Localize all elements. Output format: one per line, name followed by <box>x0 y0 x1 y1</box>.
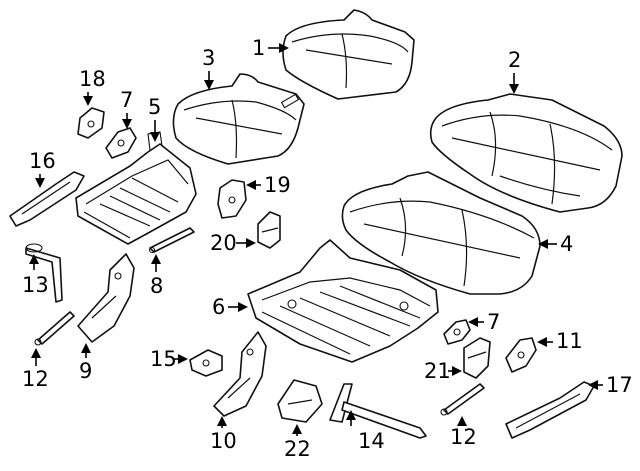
part-12b-gas-strut <box>440 383 485 416</box>
callout-1: 1 <box>252 36 289 60</box>
part-21-bracket <box>463 337 491 379</box>
callout-number: 16 <box>29 149 56 173</box>
callout-number: 12 <box>22 367 49 391</box>
part-17-trim-panel <box>505 381 595 439</box>
callout-number: 10 <box>210 429 237 453</box>
part-11-hinge <box>505 337 537 373</box>
part-12-gas-strut <box>34 311 75 346</box>
callout-number: 19 <box>264 173 291 197</box>
part-18-bracket <box>77 107 105 139</box>
callout-8: 8 <box>150 254 163 298</box>
callout-18: 18 <box>79 67 106 106</box>
callout-20: 20 <box>210 231 256 255</box>
part-5-seat-frame <box>75 131 197 245</box>
callout-number: 4 <box>560 232 573 256</box>
callout-number: 12 <box>450 425 477 449</box>
callout-number: 15 <box>150 347 177 371</box>
callout-number: 2 <box>508 48 521 72</box>
callout-7-upper: 7 <box>120 88 133 129</box>
part-19-bracket <box>217 179 247 219</box>
callout-number: 11 <box>556 329 583 353</box>
callout-number: 17 <box>606 373 633 397</box>
part-7b-bracket <box>443 319 471 345</box>
callout-6: 6 <box>212 295 248 319</box>
part-3-seat-cushion <box>172 73 305 165</box>
callout-7-right: 7 <box>468 310 500 334</box>
part-9-side-bracket <box>77 253 135 343</box>
callout-11: 11 <box>537 329 583 353</box>
callout-16: 16 <box>29 149 56 188</box>
callout-17: 17 <box>588 373 633 397</box>
callout-number: 7 <box>487 310 500 334</box>
part-13-lever <box>25 243 63 303</box>
callout-number: 18 <box>79 67 106 91</box>
callout-number: 1 <box>252 36 265 60</box>
callout-10: 10 <box>210 416 237 453</box>
part-7-bracket <box>105 127 137 159</box>
callout-number: 3 <box>202 46 215 70</box>
callout-14: 14 <box>346 410 385 453</box>
part-16-trim-panel <box>9 171 85 227</box>
callout-number: 20 <box>210 231 237 255</box>
callout-5: 5 <box>148 95 161 142</box>
part-4-rear-seat-cushion <box>341 171 541 295</box>
callout-number: 7 <box>120 88 133 112</box>
part-10-side-bracket <box>213 331 267 417</box>
callout-22: 22 <box>284 424 311 461</box>
callout-12-left: 12 <box>22 348 49 391</box>
callout-number: 14 <box>358 429 385 453</box>
callout-12-right: 12 <box>450 416 477 449</box>
callout-number: 21 <box>424 359 451 383</box>
part-2-rear-seat-cushion <box>429 93 623 213</box>
callout-number: 6 <box>212 295 225 319</box>
part-8-rod <box>148 227 195 254</box>
callout-15: 15 <box>150 347 188 371</box>
callout-19: 19 <box>246 173 291 197</box>
callout-4: 4 <box>538 232 573 256</box>
part-1-seat-cushion <box>282 9 415 100</box>
callout-number: 9 <box>79 359 92 383</box>
callout-13: 13 <box>22 254 49 297</box>
callout-number: 13 <box>22 273 49 297</box>
callout-2: 2 <box>508 48 521 94</box>
part-22-cover <box>277 379 323 423</box>
callout-9: 9 <box>79 343 92 383</box>
callout-number: 22 <box>284 437 311 461</box>
part-15-bracket <box>189 349 223 377</box>
callout-number: 5 <box>148 95 161 119</box>
part-6-seat-frame <box>247 239 439 363</box>
callout-3: 3 <box>202 46 215 90</box>
callout-21: 21 <box>424 359 462 383</box>
part-20-bracket <box>257 211 281 249</box>
part-14-release-rod <box>329 383 427 439</box>
callout-number: 8 <box>150 274 163 298</box>
